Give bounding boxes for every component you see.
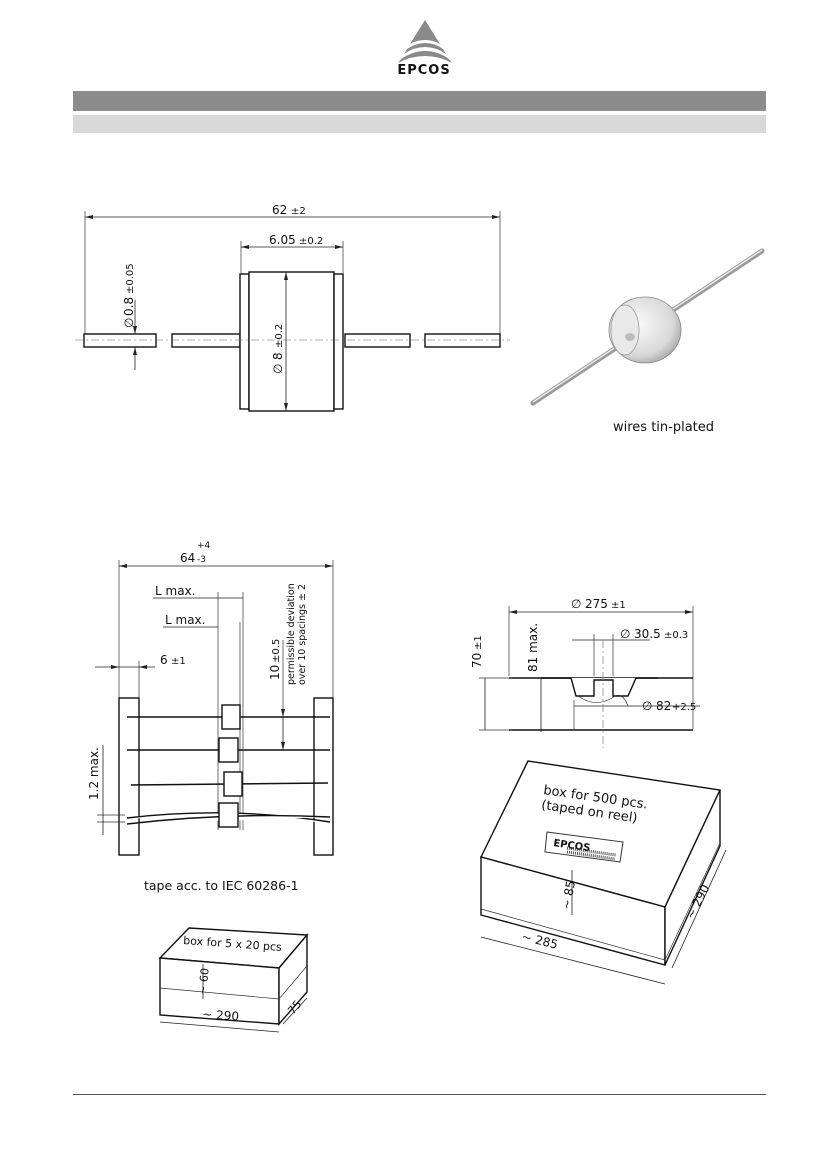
wire-diameter-value: 0.8 <box>122 297 136 316</box>
reel-hub-tol: +2.5 <box>672 702 696 713</box>
wire-diameter-symbol: ∅ <box>122 318 136 328</box>
spacing-tol: ±1 <box>171 656 186 667</box>
l-max-label-1: L max. <box>155 584 195 598</box>
tape-length-minus: -3 <box>197 555 206 565</box>
tape-drawing <box>95 560 334 856</box>
spacing-value: 6 <box>160 653 168 667</box>
photo-caption: wires tin-plated <box>613 420 714 435</box>
brand-name: EPCOS <box>397 63 451 78</box>
max-offset-label: 1.2 max. <box>87 747 101 800</box>
epcos-logo <box>380 18 470 80</box>
l-max-label-2: L max. <box>165 613 205 627</box>
reel-outer-value: 275 <box>585 597 608 611</box>
reel-outer-symbol: ∅ <box>571 597 581 611</box>
reel-max-height: 81 max. <box>526 623 540 672</box>
pitch-note-line1: permissible deviation <box>286 583 297 685</box>
small-box-length: ~ 290 <box>202 1007 240 1024</box>
overall-length-value: 62 <box>272 203 287 217</box>
reel-height-value: 70 <box>470 653 484 668</box>
big-box-label-brand: EPCOS <box>553 838 591 854</box>
body-length-value: 6.05 <box>269 233 296 247</box>
tape-length-plus: +4 <box>197 541 211 551</box>
small-box-drawing <box>158 927 309 1033</box>
body-diameter-tol: ±0.2 <box>274 324 285 348</box>
body-diameter-value: 8 <box>271 352 285 360</box>
body-diameter-symbol: ∅ <box>271 364 285 374</box>
subtitle-bar <box>73 115 766 133</box>
tape-caption: tape acc. to IEC 60286-1 <box>144 878 299 893</box>
small-box-height: ~ 60 <box>196 967 212 995</box>
epcos-triangle-icon <box>398 20 452 63</box>
pitch-value: 10 <box>268 665 282 680</box>
tape-length-base: 64 <box>180 551 195 565</box>
title-bar <box>73 91 766 111</box>
reel-drawing <box>479 606 700 748</box>
reel-height-tol: ±1 <box>473 635 484 650</box>
component-outline-drawing <box>75 211 510 412</box>
reel-hub-value: 82 <box>656 699 671 713</box>
reel-arbor-value: 30.5 <box>634 627 661 641</box>
pitch-tol: ±0.5 <box>271 639 282 663</box>
label-barcode-icon <box>566 846 617 861</box>
reel-arbor-tol: ±0.3 <box>664 630 688 641</box>
big-box-drawing <box>479 760 727 985</box>
reel-outer-tol: ±1 <box>611 600 626 611</box>
reel-arbor-symbol: ∅ <box>620 627 630 641</box>
overall-length-tol: ±2 <box>291 206 306 217</box>
body-length-tol: ±0.2 <box>299 236 323 247</box>
pitch-note-line2: over 10 spacings ± 2 <box>297 584 308 685</box>
wire-diameter-tol: ±0.05 <box>125 263 136 294</box>
reel-hub-symbol: ∅ <box>642 699 652 713</box>
component-photo <box>530 248 765 406</box>
footer-rule <box>73 1094 766 1095</box>
big-box-height: ~ 85 <box>559 879 578 910</box>
